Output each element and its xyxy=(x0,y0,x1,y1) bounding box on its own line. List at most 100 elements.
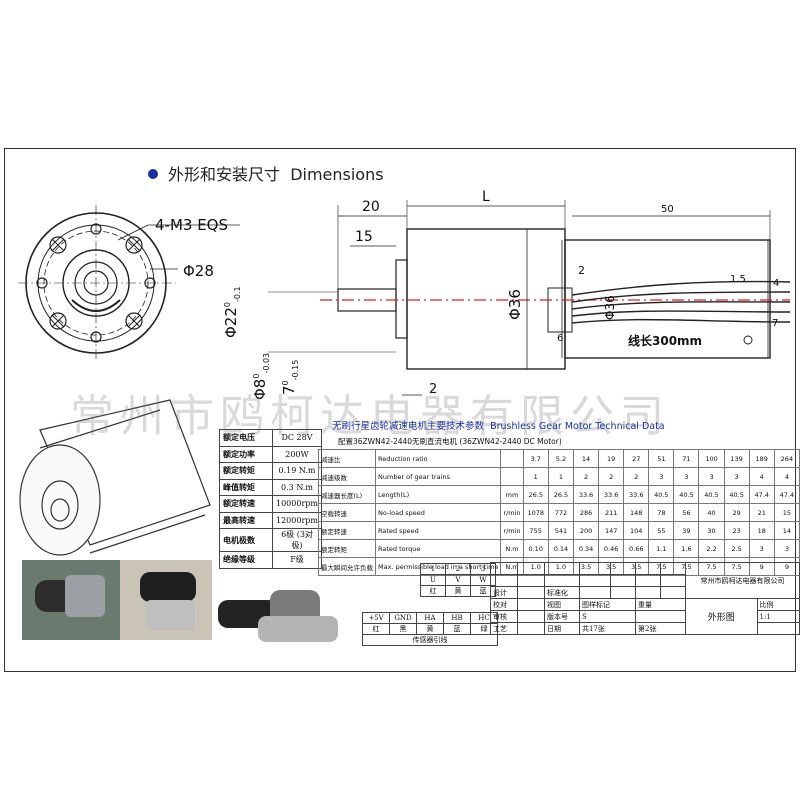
d28-label: Φ28 xyxy=(183,262,214,280)
tech-value: 189 xyxy=(748,449,775,468)
tb-check: 校对 xyxy=(490,598,518,611)
tech-value: 33.6 xyxy=(623,485,650,504)
tech-en: Number of gear trains xyxy=(374,467,502,486)
tb-total: 共17张 xyxy=(579,622,636,635)
tech-unit: N.m xyxy=(500,539,524,558)
shaft-key-arc xyxy=(71,299,121,312)
d7b-label: 7 xyxy=(772,318,779,329)
tech-value: 30 xyxy=(698,521,725,540)
tech-cn: 空载转速 xyxy=(318,503,376,522)
tech-value: 23 xyxy=(723,521,750,540)
tech-value: 40.5 xyxy=(723,485,750,504)
d6-label: 6 xyxy=(557,333,564,344)
tech-en: Rated speed xyxy=(374,521,502,540)
spec-value: DC 28V xyxy=(272,429,322,447)
tech-value: 772 xyxy=(547,503,575,522)
tech-value: 2.5 xyxy=(723,539,750,558)
watermark: 常州市鸥柯达电器有限公司 xyxy=(70,391,670,442)
tech-value: 264 xyxy=(773,449,800,468)
tech-value: 1.1 xyxy=(648,539,675,558)
tech-unit: r/min xyxy=(500,521,524,540)
wire-cell: 黑 xyxy=(389,623,417,635)
wire-cell: HA xyxy=(416,612,444,624)
heading-cn: 外形和安装尺寸 xyxy=(168,165,281,184)
motor-photo-drawing xyxy=(19,399,211,556)
tb-scale: 比例 xyxy=(756,598,800,611)
tech-value: 14 xyxy=(773,521,800,540)
spec-label: 额定电压 xyxy=(219,429,273,447)
tech-value: 200 xyxy=(573,521,600,540)
d20-label: 20 xyxy=(362,199,380,215)
bullet-icon xyxy=(148,169,158,179)
phase-cell: 红 xyxy=(420,585,446,597)
tech-value: 26.5 xyxy=(522,485,549,504)
tech-value: 0.34 xyxy=(573,539,600,558)
spec-value: 6极 (3对极) xyxy=(272,528,322,552)
tech-value: 3 xyxy=(748,539,775,558)
spec-value: 0.3 N.m xyxy=(272,478,322,496)
tb-weight: 重量 xyxy=(635,598,686,611)
tech-en: Length(L) xyxy=(374,485,502,504)
tech-value: 51 xyxy=(648,449,675,468)
spec-value: 12000rpm xyxy=(272,511,322,529)
tech-value: 4 xyxy=(773,467,800,486)
tech-value: 3 xyxy=(673,467,700,486)
tech-value: 3.7 xyxy=(522,449,549,468)
front-view xyxy=(18,205,240,361)
d4-label: 4 xyxy=(773,278,780,289)
drawing-name: 外形图 xyxy=(685,598,758,635)
wire-row: 红黑黄蓝绿 xyxy=(362,623,498,635)
tech-value: 78 xyxy=(648,503,675,522)
spec-label: 额定功率 xyxy=(219,445,273,463)
tb-s: S xyxy=(579,610,636,623)
spec-label: 额定转矩 xyxy=(219,462,273,480)
tech-subtitle: 配置36ZWN42-2440无刷直流电机 (36ZWN42-2440 DC Mo… xyxy=(338,437,562,446)
tech-value: 755 xyxy=(522,521,549,540)
spec-label: 最高转速 xyxy=(219,511,273,529)
tech-value: 2 xyxy=(598,467,625,486)
tech-value: 0.14 xyxy=(547,539,575,558)
tech-value: 26.5 xyxy=(547,485,575,504)
tech-value: 19 xyxy=(598,449,625,468)
tech-value: 33.6 xyxy=(598,485,625,504)
d22-label: Φ220-0.1 xyxy=(222,286,242,338)
tech-value: 4 xyxy=(748,467,775,486)
tech-value: 3 xyxy=(698,467,725,486)
tech-value: 2 xyxy=(623,467,650,486)
tech-value: 27 xyxy=(623,449,650,468)
spec-label: 绝缘等级 xyxy=(219,551,273,569)
spec-label: 额定转速 xyxy=(219,495,273,513)
tech-en: No-load speed xyxy=(374,503,502,522)
wire-cell: +5V xyxy=(362,612,390,624)
spec-value: F级 xyxy=(272,551,322,569)
phase-cell: V xyxy=(445,574,471,586)
tech-title: 无刷行星齿轮减速电机主要技术参数 Brushless Gear Motor Te… xyxy=(332,421,665,432)
d36b-label: Φ36 xyxy=(603,295,617,320)
tech-value: 33.6 xyxy=(573,485,600,504)
tech-value: 541 xyxy=(547,521,575,540)
title-block: 常州市鸥柯达电器有限公司 设计 标准化 校对 视图 图样标记 重量 外形图 比例… xyxy=(490,562,800,635)
tech-value: 3 xyxy=(648,467,675,486)
motor-body xyxy=(564,239,771,359)
tech-value: 1 xyxy=(547,467,575,486)
spec-value: 10000rpm xyxy=(272,495,322,513)
tech-value: 148 xyxy=(623,503,650,522)
tb-review: 审核 xyxy=(490,610,518,623)
spec-value: 200W xyxy=(272,445,322,463)
heading-en: Dimensions xyxy=(290,165,384,184)
tech-cn: 额定转矩 xyxy=(318,539,376,558)
tech-cn: 额定转速 xyxy=(318,521,376,540)
d2a-label: 2 xyxy=(578,264,585,277)
side-view xyxy=(268,200,791,396)
tech-value: 29 xyxy=(723,503,750,522)
